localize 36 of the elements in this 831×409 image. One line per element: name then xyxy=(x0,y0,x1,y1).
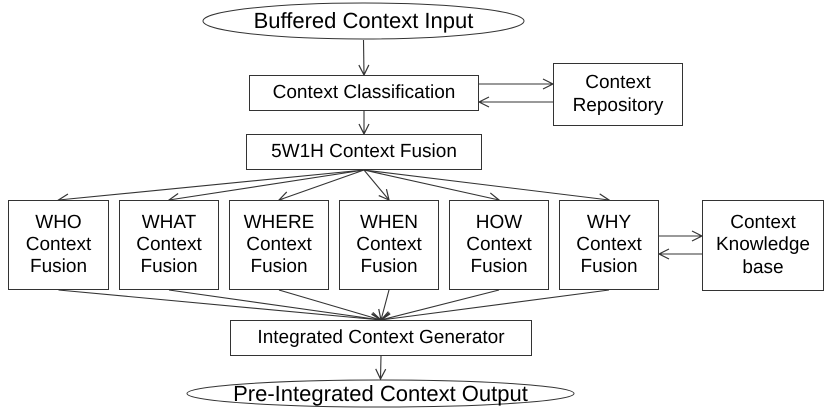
process-box xyxy=(339,200,439,290)
terminal-ellipse xyxy=(202,2,525,40)
node-label: Buffered Context Input xyxy=(252,8,474,34)
arrow xyxy=(375,356,386,380)
arrow xyxy=(479,78,554,90)
arrow xyxy=(658,248,702,260)
arrow xyxy=(358,40,370,76)
arrow xyxy=(659,230,703,242)
node-label: Integrated Context Generator xyxy=(256,326,506,350)
arrow xyxy=(358,111,370,135)
process-box xyxy=(702,200,824,291)
process-box xyxy=(229,200,329,290)
arrow xyxy=(364,170,390,201)
process-box xyxy=(230,320,532,356)
arrow xyxy=(478,96,553,108)
process-box xyxy=(553,63,683,126)
node-label: Context Repository xyxy=(572,72,664,117)
node-label: 5W1H Context Fusion xyxy=(270,140,458,164)
process-box xyxy=(246,134,482,170)
node-label: Pre-Integrated Context Output xyxy=(232,380,529,406)
process-box xyxy=(8,200,109,290)
node-label: WHAT Context Fusion xyxy=(135,212,203,278)
node-label: WHY Context Fusion xyxy=(575,212,643,278)
node-label: WHEN Context Fusion xyxy=(355,212,423,278)
terminal-ellipse xyxy=(186,379,575,408)
node-label: Context Classification xyxy=(272,82,456,104)
node-label: HOW Context Fusion xyxy=(465,212,533,278)
node-label: WHO Context Fusion xyxy=(24,212,92,278)
node-label: WHERE Context Fusion xyxy=(242,212,316,278)
arrow xyxy=(278,169,364,202)
process-box xyxy=(119,200,219,290)
process-box xyxy=(559,200,659,290)
process-box xyxy=(449,200,549,290)
node-label: Context Knowledge base xyxy=(714,212,812,279)
process-box xyxy=(249,75,479,111)
arrow xyxy=(378,290,390,321)
